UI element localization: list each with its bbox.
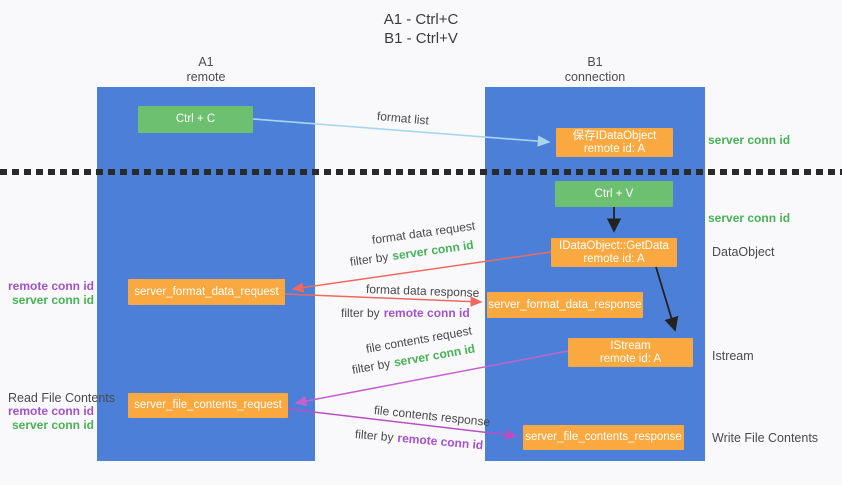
- node-server-file-contents-response: server_file_contents_response: [523, 425, 684, 450]
- title-line-1: A1 - Ctrl+C: [383, 11, 459, 28]
- edge-label-file-contents-response: file contents response: [373, 403, 491, 430]
- node-server-file-contents-request: server_file_contents_request: [128, 393, 288, 418]
- lifeline-b1-subtitle: connection: [564, 70, 626, 84]
- side-label-dataobject: DataObject: [712, 245, 775, 259]
- node-server-format-data-request: server_format_data_request: [128, 279, 285, 305]
- server-conn-id-label: server conn id: [11, 293, 94, 307]
- side-label-server-conn-id-1: server conn id: [708, 133, 791, 147]
- server-conn-id-label: server conn id: [11, 418, 94, 432]
- title-line-2: B1 - Ctrl+V: [384, 30, 458, 47]
- node-ctrl-c-label: Ctrl + C: [175, 113, 216, 125]
- node-getdata-line2: remote id: A: [583, 252, 645, 265]
- phase-divider-dashed-line: [0, 169, 842, 175]
- node-server-format-data-response: server_format_data_response: [487, 292, 643, 318]
- lifeline-b1-name: B1: [587, 55, 603, 69]
- lifeline-a1-name: A1: [198, 55, 214, 69]
- node-save-line1: 保存IDataObject: [572, 129, 657, 142]
- node-idataobject-getdata: IDataObject::GetData remote id: A: [551, 238, 677, 267]
- node-istream-line2: remote id: A: [599, 352, 662, 365]
- conn-id-pair-format: remote conn id server conn id: [0, 279, 94, 307]
- side-label-write-file-contents: Write File Contents: [712, 431, 819, 445]
- node-save-idataobject: 保存IDataObject remote id: A: [556, 128, 673, 157]
- side-label-read-file-contents: Read File Contents: [8, 391, 116, 405]
- remote-conn-id-label: remote conn id: [7, 279, 94, 293]
- edge-label-format-list: format list: [376, 109, 430, 128]
- node-file-response-label: server_file_contents_response: [525, 431, 682, 443]
- lifeline-a1-subtitle: remote: [186, 70, 226, 84]
- side-label-server-conn-id-2: server conn id: [708, 211, 791, 225]
- diagram-title: A1 - Ctrl+C B1 - Ctrl+V: [0, 10, 842, 48]
- remote-conn-id-label: remote conn id: [7, 404, 94, 418]
- lifeline-header-a1: A1 remote: [96, 55, 316, 85]
- remote-conn-id-text: remote conn id: [383, 306, 470, 320]
- node-istream: IStream remote id: A: [568, 338, 693, 367]
- node-file-request-label: server_file_contents_request: [134, 399, 282, 411]
- side-label-istream: Istream: [712, 349, 754, 363]
- node-ctrl-v-label: Ctrl + V: [594, 187, 634, 200]
- filter-by-text: filter by: [350, 356, 392, 377]
- node-save-line2: remote id: A: [583, 142, 646, 155]
- lifeline-header-b1: B1 connection: [485, 55, 705, 85]
- filter-by-text: filter by: [354, 427, 395, 445]
- node-istream-line1: IStream: [610, 339, 651, 352]
- remote-conn-id-text: remote conn id: [396, 430, 484, 453]
- edge-label-format-data-response: format data response: [365, 282, 480, 300]
- node-ctrl-c: Ctrl + C: [138, 106, 253, 133]
- node-ctrl-v: Ctrl + V: [555, 181, 673, 207]
- filter-by-text: filter by: [341, 306, 380, 320]
- node-getdata-line1: IDataObject::GetData: [559, 239, 669, 252]
- node-format-request-label: server_format_data_request: [134, 285, 279, 298]
- conn-id-pair-file: remote conn id server conn id: [0, 404, 94, 432]
- filter-by-text: filter by: [349, 249, 390, 269]
- node-format-response-label: server_format_data_response: [488, 298, 642, 311]
